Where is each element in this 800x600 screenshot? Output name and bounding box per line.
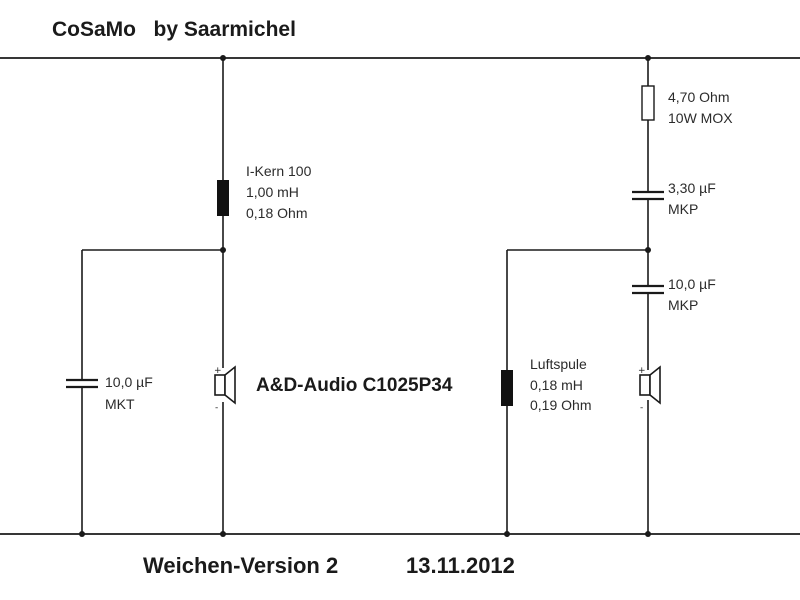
resistor-r1-value-label: 4,70 Ohm — [668, 89, 729, 105]
cap-c1-value-label: 10,0 µF — [105, 374, 153, 390]
junction-dot — [645, 247, 651, 253]
cap-c2-value-label: 3,30 µF — [668, 180, 716, 196]
woofer-minus-sign: - — [215, 403, 218, 413]
tweeter-minus-sign: - — [640, 403, 643, 413]
junction-dot — [220, 247, 226, 253]
resistor-r1-type-label: 10W MOX — [668, 110, 733, 126]
footer-date-label: 13.11.2012 — [406, 553, 515, 578]
coil-l1-type-label: I-Kern 100 — [246, 163, 312, 179]
cap-c2-type-label: MKP — [668, 201, 698, 217]
coil-l2-resistance-label: 0,19 Ohm — [530, 397, 591, 413]
coil-l1-resistance-label: 0,18 Ohm — [246, 205, 307, 221]
inductor-l1-coil — [217, 180, 229, 216]
driver-name-label: A&D-Audio C1025P34 — [256, 375, 453, 396]
cap-c1-type-label: MKT — [105, 396, 135, 412]
tweeter-speaker-icon — [639, 365, 661, 405]
junction-dot — [220, 531, 226, 537]
tweeter-plus-sign: + — [638, 366, 646, 376]
junction-dot — [645, 531, 651, 537]
footer-version-label: Weichen-Version 2 — [143, 553, 338, 578]
inductor-l2-coil — [501, 370, 513, 406]
coil-l2-inductance-label: 0,18 mH — [530, 377, 583, 393]
junction-dot — [645, 55, 651, 61]
coil-l1-inductance-label: 1,00 mH — [246, 184, 299, 200]
cap-c3-value-label: 10,0 µF — [668, 276, 716, 292]
woofer-plus-sign: + — [214, 366, 222, 376]
woofer-branch: + - — [66, 55, 236, 537]
tweeter-branch: + - — [501, 55, 664, 537]
schematic-title: CoSaMo by Saarmichel — [52, 18, 296, 41]
woofer-speaker-icon — [214, 365, 236, 405]
junction-dot — [220, 55, 226, 61]
junction-dot — [504, 531, 510, 537]
junction-dot — [79, 531, 85, 537]
resistor-r1-body — [641, 85, 655, 121]
cap-c3-type-label: MKP — [668, 297, 698, 313]
coil-l2-type-label: Luftspule — [530, 356, 587, 372]
